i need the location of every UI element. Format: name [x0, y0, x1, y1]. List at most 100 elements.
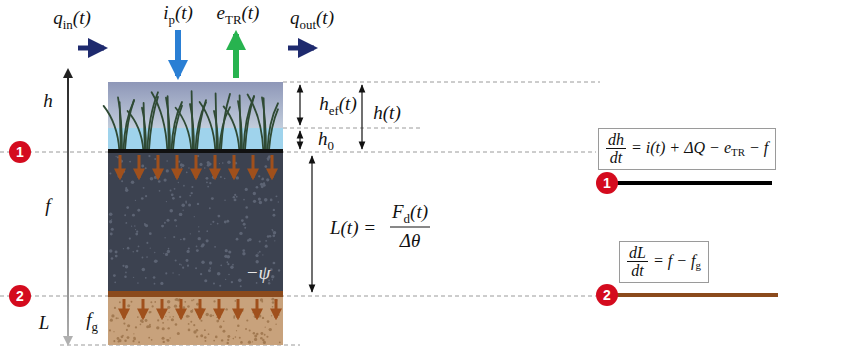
sand-grain: [149, 311, 151, 313]
sand-grain: [277, 314, 279, 316]
soil-grain: [125, 222, 127, 224]
soil-grain: [209, 207, 211, 209]
sand-grain: [157, 319, 159, 321]
axis-label: h: [43, 91, 53, 110]
soil-grain: [273, 209, 275, 211]
soil-grain: [157, 260, 158, 261]
soil-grain: [137, 209, 140, 212]
soil-grain: [113, 274, 116, 277]
flow-arrow: [252, 155, 255, 178]
soil-grain: [217, 215, 220, 218]
sand-grain: [212, 315, 214, 317]
sand-grain: [196, 335, 198, 337]
text-segment: L(t) =: [330, 217, 376, 238]
soil-grain: [115, 250, 118, 253]
soil-grain: [188, 203, 191, 206]
soil-grain: [242, 249, 245, 252]
soil-grain: [136, 231, 138, 233]
soil-grain: [236, 176, 239, 179]
sand-grain: [191, 300, 193, 302]
sand-grain: [249, 330, 251, 332]
sand-grain: [193, 330, 196, 333]
sand-grain: [177, 332, 180, 335]
sand-grain: [167, 339, 170, 342]
sand-grain: [226, 342, 228, 344]
precipitation-arrow: [175, 30, 181, 76]
soil-grain: [272, 235, 275, 238]
soil-grain: [198, 226, 199, 227]
infiltration-arrows: [120, 155, 276, 318]
text-segment: (t): [242, 2, 260, 23]
soil-grain: [270, 199, 273, 202]
soil-grain: [233, 196, 235, 198]
wetting-front: [108, 291, 283, 297]
soil-grain: [179, 263, 181, 265]
soil-grain: [109, 172, 111, 174]
soil-grain: [261, 185, 264, 188]
sand-grain: [172, 316, 174, 318]
sand-grain: [216, 320, 219, 323]
sand-grain: [204, 329, 206, 331]
soil-grain: [129, 161, 131, 163]
soil-grain: [115, 255, 118, 258]
soil-grain: [200, 273, 202, 275]
sand-grain: [156, 326, 159, 329]
sand-grain: [225, 308, 227, 310]
soil-grain: [210, 223, 212, 225]
soil-grain: [125, 265, 128, 268]
sand-grain: [138, 341, 140, 343]
sand-grain: [175, 298, 178, 301]
sand-grain: [127, 336, 130, 339]
soil-grain: [146, 256, 148, 258]
sand-grain: [149, 311, 151, 313]
text-segment: f: [45, 195, 50, 216]
sand-grain: [213, 340, 215, 342]
sand-grain: [204, 336, 207, 339]
flow-arrow: [138, 155, 141, 178]
soil-grain: [227, 261, 229, 263]
sand-grain: [193, 299, 195, 301]
soil-grain: [173, 236, 175, 238]
soil-grain: [201, 243, 204, 246]
sand-grain: [140, 323, 142, 325]
soil-grain: [227, 263, 229, 265]
sand-grain: [272, 306, 274, 308]
text-segment: f: [86, 309, 91, 330]
soil-grain: [243, 199, 245, 201]
soil-grain: [245, 188, 248, 191]
sand-grain: [260, 337, 263, 340]
soil-grain: [137, 282, 139, 284]
text-segment: L: [39, 312, 50, 333]
soil-grain: [167, 219, 170, 222]
fraction-numerator: dL: [627, 244, 648, 263]
soil-grain: [150, 248, 151, 249]
soil-grain: [209, 261, 212, 264]
sand-grain: [209, 314, 212, 317]
fraction: dLdt: [627, 244, 648, 280]
sand-grain: [123, 323, 125, 325]
grass-blade: [248, 95, 264, 150]
soil-grain: [163, 253, 164, 254]
soil-grain: [126, 206, 129, 209]
sand-grain: [169, 337, 170, 338]
soil-grain: [207, 186, 209, 188]
fraction-numerator: dh: [606, 131, 626, 150]
sand-grain: [148, 337, 150, 339]
sand-grain: [216, 317, 217, 318]
sand-grain: [111, 314, 114, 317]
outflow-arrow: [288, 46, 314, 51]
flux-label: eTR(t): [217, 3, 260, 26]
soil-grain: [145, 277, 147, 279]
sand-grain: [200, 320, 202, 322]
sand-grain: [121, 336, 124, 339]
soil-grain: [204, 167, 206, 169]
soil-grain: [110, 233, 113, 236]
fraction-denominator: dt: [608, 149, 624, 167]
sand-grain: [275, 324, 276, 325]
sand-grain: [253, 332, 255, 334]
text-segment: F: [392, 201, 404, 222]
soil-grain: [197, 203, 199, 205]
soil-grain: [276, 195, 278, 197]
soil-grain: [198, 231, 200, 233]
